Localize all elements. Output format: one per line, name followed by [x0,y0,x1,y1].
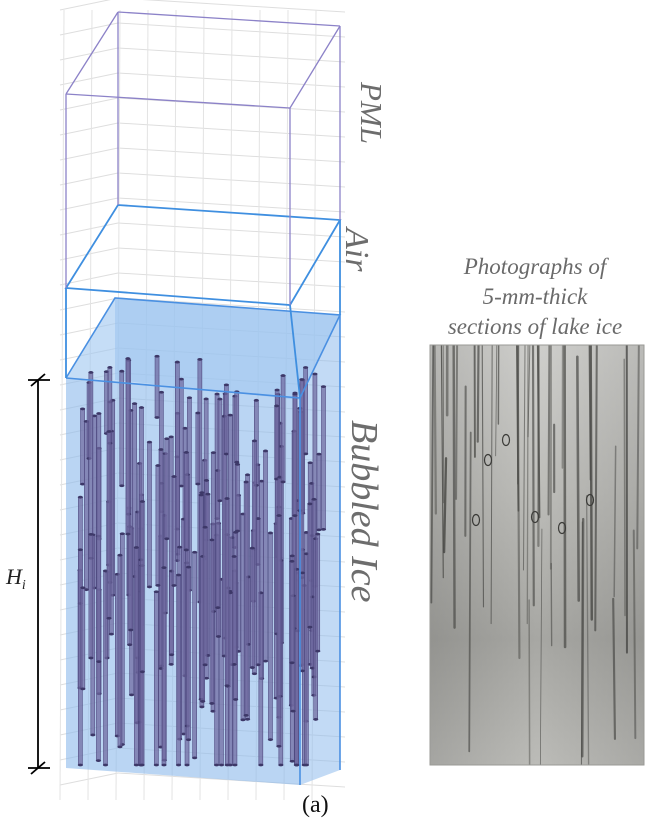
ice-top-face [66,298,340,398]
pml-layer [65,11,341,305]
height-dimension [28,373,50,775]
photo-caption: Photographs of 5-mm-thick sections of la… [418,252,652,342]
bubble-cylinders [77,354,327,767]
pml-label: PML [354,81,389,144]
height-label: Hi [5,564,26,593]
figure-sublabel: (a) [302,792,329,818]
lake-ice-photo [429,344,645,766]
air-label: Air [338,226,375,272]
photo-caption-line-2: 5-mm-thick [482,284,588,309]
photo-caption-line-3: sections of lake ice [447,314,623,339]
ice-label: Bubbled Ice [343,420,385,603]
photo-caption-line-1: Photographs of [463,254,607,279]
